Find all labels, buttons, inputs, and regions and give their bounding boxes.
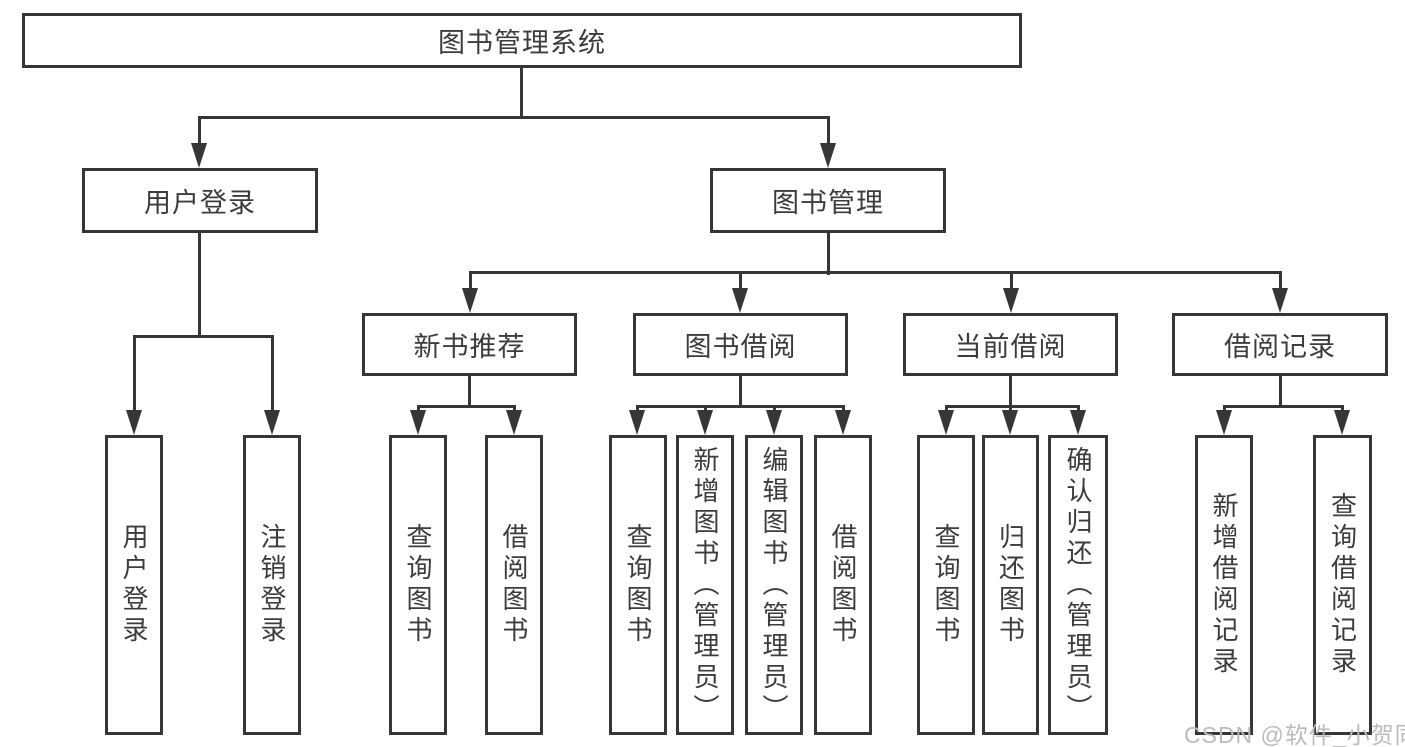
connector-book-mgmt-split (468, 271, 1282, 274)
connector-drop (841, 406, 845, 413)
leaf-label: 用户登录 (119, 523, 149, 647)
connector-drop (512, 406, 516, 413)
connector-drop (1222, 406, 1226, 413)
connector-split (944, 405, 1080, 408)
node-book-borrow: 图书借阅 (633, 313, 848, 376)
connector-drop (635, 406, 639, 413)
connector-drop (416, 406, 420, 413)
arrow-down-icon (263, 410, 280, 435)
arrow-down-icon (834, 410, 851, 435)
connector-drop (1076, 406, 1080, 413)
leaf-label: 新增借阅记录 (1209, 492, 1239, 678)
node-label: 新书推荐 (413, 332, 526, 362)
connector-book-mgmt-stem (826, 233, 830, 275)
connector-user-login-split (132, 335, 274, 338)
arrow-down-icon (731, 288, 748, 313)
arrow-down-icon (505, 410, 522, 435)
node-current-borrow: 当前借阅 (903, 313, 1118, 376)
node-user-login-label: 用户登录 (144, 188, 256, 218)
connector-split (1222, 405, 1344, 408)
connector-root-split (197, 115, 830, 119)
node-label: 借阅记录 (1224, 332, 1336, 362)
node-book-management: 图书管理 (710, 168, 946, 233)
arrow-down-icon (409, 410, 426, 435)
node-new-book-recommend: 新书推荐 (362, 313, 577, 376)
connector-drop (1009, 272, 1013, 290)
connector-book-mgmt-drop (826, 118, 830, 145)
arrow-down-icon (190, 143, 207, 168)
connector-drop (1009, 406, 1012, 413)
leaf-label: 新增图书（管理员） (690, 445, 720, 725)
arrow-down-icon (125, 410, 142, 435)
leaf-label: 确认归还（管理员） (1063, 445, 1093, 725)
connector-drop (703, 406, 707, 413)
connector-split (635, 405, 845, 408)
leaf-confirm-return-admin: 确认归还（管理员） (1048, 435, 1108, 735)
connector-drop (738, 272, 742, 290)
connector-stem (1278, 376, 1282, 407)
leaf-query-books: 查询图书 (609, 435, 667, 735)
connector-stem (1009, 376, 1012, 407)
connector-drop (1340, 406, 1344, 413)
node-root-label: 图书管理系统 (438, 28, 606, 58)
connector-user-login-drop (197, 118, 201, 145)
leaf-label: 借阅图书 (499, 523, 529, 647)
leaf-return-books: 归还图书 (982, 435, 1039, 735)
arrow-down-icon (937, 410, 954, 435)
connector-stem (468, 376, 471, 407)
csdn-watermark: CSDN @软件_小贺同学 (1184, 722, 1405, 747)
leaf-label: 查询借阅记录 (1327, 492, 1358, 678)
node-label: 图书借阅 (684, 332, 797, 362)
connector-drop (468, 272, 472, 290)
leaf-logout: 注销登录 (243, 435, 301, 735)
leaf-query-books: 查询图书 (389, 435, 447, 735)
connector-drop (772, 406, 776, 413)
arrow-down-icon (1215, 410, 1232, 435)
connector-drop (1278, 272, 1282, 290)
node-label: 当前借阅 (954, 332, 1067, 362)
arrow-down-icon (461, 288, 478, 313)
connector-drop (270, 336, 274, 412)
arrow-down-icon (1333, 410, 1350, 435)
node-borrow-records: 借阅记录 (1172, 313, 1388, 376)
connector-stem (738, 376, 742, 407)
leaf-label: 借阅图书 (828, 523, 858, 647)
node-user-login: 用户登录 (82, 168, 318, 233)
leaf-query-borrow-record: 查询借阅记录 (1313, 435, 1372, 735)
node-book-management-label: 图书管理 (772, 188, 884, 218)
connector-root-stem (519, 68, 523, 118)
leaf-label: 查询图书 (623, 523, 653, 647)
connector-split (416, 405, 516, 408)
connector-user-login-stem (197, 233, 201, 337)
leaf-query-books: 查询图书 (917, 435, 975, 735)
connector-drop (944, 406, 948, 413)
leaf-label: 查询图书 (403, 523, 433, 647)
arrow-down-icon (1002, 410, 1018, 435)
arrow-down-icon (1271, 288, 1288, 313)
arrow-down-icon (765, 410, 782, 435)
node-root: 图书管理系统 (22, 13, 1022, 68)
leaf-label: 归还图书 (995, 523, 1026, 647)
leaf-user-login: 用户登录 (105, 435, 163, 735)
leaf-add-books-admin: 新增图书（管理员） (676, 435, 734, 735)
arrow-down-icon (819, 143, 836, 168)
arrow-down-icon (1002, 288, 1019, 313)
arrow-down-icon (1069, 410, 1086, 435)
leaf-borrow-books: 借阅图书 (814, 435, 872, 735)
leaf-borrow-books: 借阅图书 (485, 435, 543, 735)
arrow-down-icon (628, 410, 645, 435)
connector-drop (132, 336, 136, 412)
leaf-label: 编辑图书（管理员） (759, 445, 789, 725)
arrow-down-icon (696, 410, 713, 435)
leaf-label: 查询图书 (931, 523, 961, 647)
leaf-add-borrow-record: 新增借阅记录 (1195, 435, 1253, 735)
leaf-label: 注销登录 (257, 523, 287, 647)
leaf-edit-books-admin: 编辑图书（管理员） (745, 435, 803, 735)
